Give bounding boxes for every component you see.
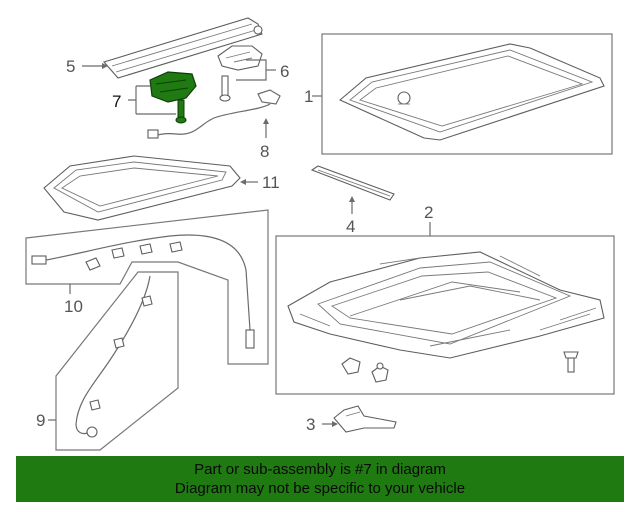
part-1-glass [338,43,605,141]
part-2-frame [287,251,605,359]
callout-9: 9 [36,411,45,430]
info-banner: Part or sub-assembly is #7 in diagram Di… [16,456,624,502]
banner-line-2: Diagram may not be specific to your vehi… [174,480,466,497]
callout-3: 3 [306,415,315,434]
part-11-seal [43,155,241,221]
part-9-hose [75,275,153,438]
banner-line-1: Part or sub-assembly is #7 in diagram [194,461,446,478]
box-1 [321,33,613,155]
part-5-sunshade [103,17,263,79]
part-7-motor-highlight [149,71,197,124]
box-2 [275,235,615,395]
callout-8: 8 [260,142,269,161]
part-2-fasteners [341,351,579,383]
part-10-hose [31,234,255,349]
part-3-bracket [333,405,397,433]
part-4-strip [310,165,395,201]
callout-6: 6 [280,62,289,81]
callout-10: 10 [64,297,83,316]
callout-2: 2 [424,203,433,222]
part-8-cable [147,89,281,139]
part-6-cover [217,45,263,102]
box-10 [25,209,269,365]
callout-7: 7 [112,92,121,111]
callout-1: 1 [304,87,313,106]
callout-11: 11 [262,173,280,192]
box-9 [55,271,179,451]
callout-4: 4 [346,217,355,236]
callout-5: 5 [66,57,75,76]
leader-7 [128,85,176,115]
